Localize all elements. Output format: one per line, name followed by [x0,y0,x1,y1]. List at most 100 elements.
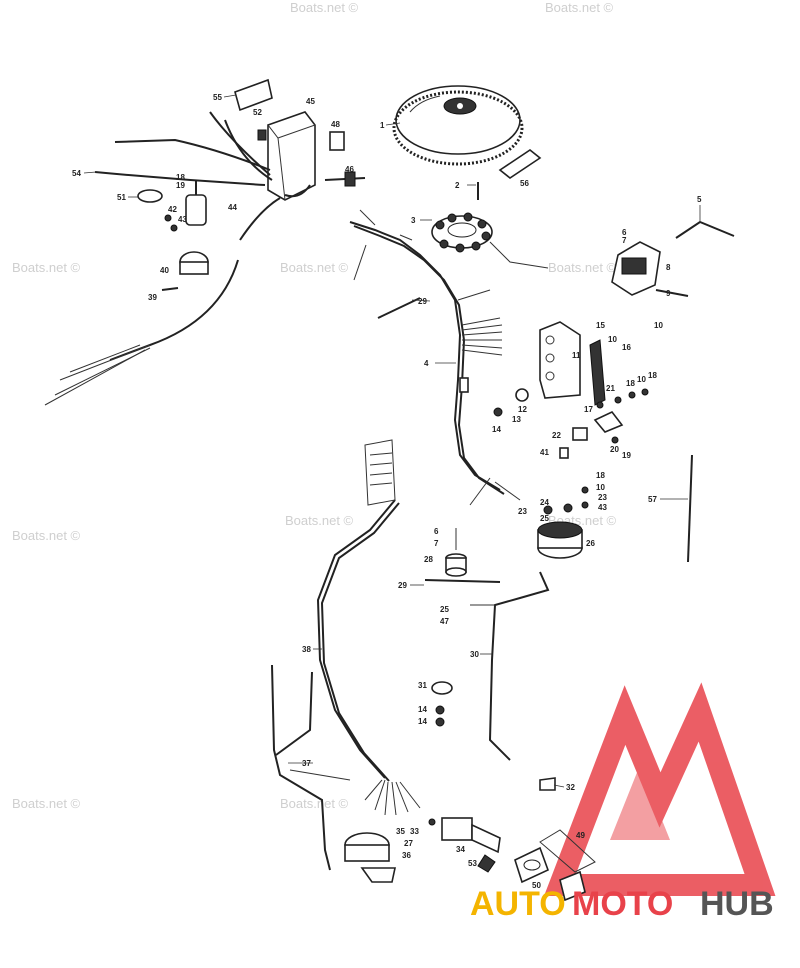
callout-label: 18 [648,371,657,380]
callout-label: 29 [418,297,427,306]
callout-label: 25 [440,605,449,614]
logo-hub: HUB [700,885,774,923]
callout-label: 12 [518,405,527,414]
lower-left-harness [44,259,239,406]
callout-label: 35 [396,827,405,836]
callout-label: 2 [455,181,460,190]
leader-lines [83,94,701,788]
callout-label: 53 [468,859,477,868]
coil-40 [179,251,209,275]
callout-label: 43 [178,215,187,224]
power-pack-wires [94,111,311,241]
watermark: Boats.net © [280,260,349,275]
callout-label: 43 [598,503,607,512]
callout-label: 19 [622,451,631,460]
watermark: Boats.net © [548,260,617,275]
callout-label: 11 [572,351,581,360]
clamp-31 [431,681,453,695]
callout-label: 38 [302,645,311,654]
callout-label: 44 [228,203,237,212]
screw-43 [170,224,178,232]
watermark: Boats.net © [12,796,81,811]
callout-label: 18 [626,379,635,388]
rectifier [611,241,661,296]
callout-label: 13 [512,415,521,424]
cap-51 [137,189,163,203]
callout-label: 30 [470,650,479,659]
automotohub-logo: AUTO MOTO HUB [470,885,774,923]
callout-label: 17 [584,405,593,414]
callout-label: 1 [380,121,385,130]
callout-label: 10 [596,483,605,492]
callout-label: 10 [654,321,663,330]
tie-strap-29 [377,297,421,319]
tie-strap-29-lower [424,579,501,583]
flywheel-key [498,149,542,179]
gasket-50 [514,846,586,902]
cable-57 [687,454,693,563]
callout-label: 6 [434,527,439,536]
callout-label: 14 [418,705,427,714]
callout-label: 18 [176,173,185,182]
callout-label: 29 [398,581,407,590]
ignition-switch [428,817,501,873]
callout-label: 24 [540,498,549,507]
warning-horn [344,832,396,883]
screw-42 [164,214,172,222]
callout-label: 48 [331,120,340,129]
watermark: Boats.net © [12,528,81,543]
callout-label: 49 [576,831,585,840]
watermark: Boats.net © [280,796,349,811]
callout-label: 36 [402,851,411,860]
callout-label: 57 [648,495,657,504]
callout-label: 10 [608,335,617,344]
part-48 [329,131,345,151]
callout-label: 5 [697,195,702,204]
callout-label: 7 [622,236,627,245]
coil-44 [185,180,207,226]
callout-label: 22 [552,431,561,440]
power-pack [257,111,316,201]
callout-label: 34 [456,845,465,854]
grommet-28 [445,528,467,577]
callout-label: 10 [637,375,646,384]
callout-label: 9 [666,289,671,298]
callout-label: 8 [666,263,671,272]
callout-label: 18 [596,471,605,480]
starter-solenoid [537,486,589,559]
callout-label: 45 [306,97,315,106]
logo-auto: AUTO [470,885,566,923]
callout-label: 7 [434,539,439,548]
callout-label: 52 [253,108,262,117]
callout-label: 21 [606,384,615,393]
callout-label: 6 [622,228,627,237]
callout-label: 4 [424,359,429,368]
jumper-5 [675,220,735,239]
stator-leads [489,241,549,269]
logo-moto: MOTO [572,885,673,923]
harness-37 [271,664,351,871]
callout-label: 47 [440,617,449,626]
watermark: Boats.net © [285,513,354,528]
callout-label: 33 [410,827,419,836]
callout-label: 19 [176,181,185,190]
callout-label: 25 [540,514,549,523]
callout-label: 23 [598,493,607,502]
lower-harness-38 [316,439,421,816]
callout-label: 54 [72,169,81,178]
callout-label: 20 [610,445,619,454]
screw-14b [435,717,445,727]
callout-label: 51 [117,193,126,202]
bushing-46 [344,171,356,187]
callout-label: 14 [492,425,501,434]
callout-label: 40 [160,266,169,275]
callout-label: 55 [213,93,222,102]
callout-label: 56 [520,179,529,188]
callout-label: 3 [411,216,416,225]
callout-label: 16 [622,343,631,352]
callout-label: 15 [596,321,605,330]
watermark: Boats.net © [290,0,359,15]
callout-label: 42 [168,205,177,214]
hardware-cluster [493,388,649,459]
logo-triangle [544,682,776,896]
